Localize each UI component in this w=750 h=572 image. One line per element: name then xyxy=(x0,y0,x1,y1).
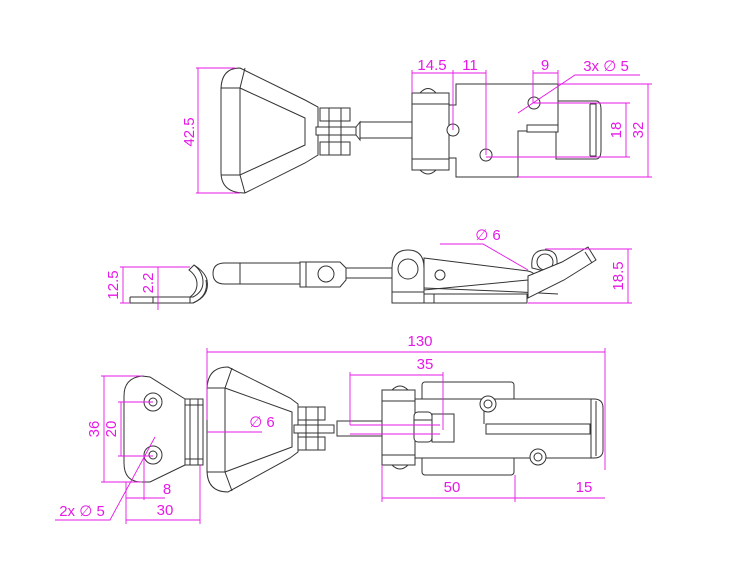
dim-36: 36 xyxy=(86,421,103,438)
catch-plate xyxy=(123,375,204,483)
dim-130: 130 xyxy=(407,333,432,350)
dim-15: 15 xyxy=(576,479,593,496)
side-view-dimensions: 12.5 2.2 ∅ 6 18.5 xyxy=(105,227,632,310)
side-view: 12.5 2.2 ∅ 6 18.5 xyxy=(105,227,632,310)
dim-8: 8 xyxy=(163,481,171,498)
latch-body xyxy=(411,83,602,178)
dim-32: 32 xyxy=(630,122,647,139)
catch-plate-side xyxy=(129,264,208,304)
dim-9: 9 xyxy=(541,57,549,74)
clevis-pin xyxy=(315,107,361,156)
dim-height-42-5: 42.5 xyxy=(181,117,198,146)
latch-body-side xyxy=(391,246,597,304)
dim-3x-hole: 3x ∅ 5 xyxy=(583,58,629,75)
dim-14-5: 14.5 xyxy=(417,57,446,74)
top-view-dimensions: 42.5 14.5 11 9 3x ∅ 5 32 18 xyxy=(181,57,652,194)
dim-12-5: 12.5 xyxy=(105,270,122,299)
dim-11: 11 xyxy=(462,57,478,74)
bottom-view-dimensions: 130 35 ∅ 6 36 20 8 30 2x ∅ 5 50 15 xyxy=(55,333,606,524)
handle-loop xyxy=(220,67,319,194)
bottom-view: 130 35 ∅ 6 36 20 8 30 2x ∅ 5 50 15 xyxy=(55,333,606,524)
dim-eye-6: ∅ 6 xyxy=(475,227,501,244)
dim-35: 35 xyxy=(417,356,434,373)
latch-body-bottom xyxy=(381,381,604,476)
handle-side xyxy=(212,261,393,288)
top-view: 42.5 14.5 11 9 3x ∅ 5 32 18 xyxy=(181,57,652,194)
dim-50: 50 xyxy=(444,479,461,496)
dim-loop-6: ∅ 6 xyxy=(249,414,275,431)
dim-2-2: 2.2 xyxy=(140,273,157,294)
dim-30: 30 xyxy=(157,502,174,519)
dim-18-5: 18.5 xyxy=(610,261,627,290)
dim-18: 18 xyxy=(608,122,625,139)
clevis-bottom xyxy=(293,406,386,451)
dim-20: 20 xyxy=(103,421,120,438)
rod xyxy=(359,121,413,139)
dim-2x-hole: 2x ∅ 5 xyxy=(59,503,105,520)
handle-loop-bottom xyxy=(206,366,299,493)
